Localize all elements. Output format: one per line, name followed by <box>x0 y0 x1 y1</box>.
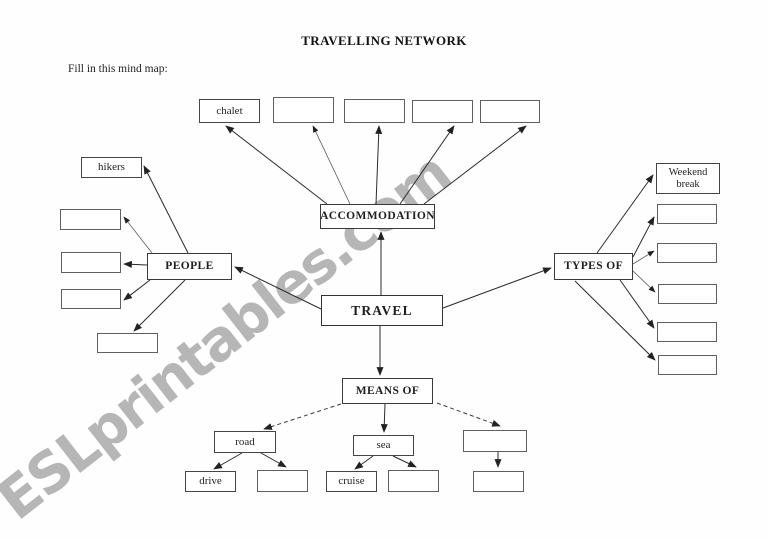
node-cruise: cruise <box>326 471 377 492</box>
node-types-of: TYPES OF <box>554 253 633 280</box>
edge-sea-blank <box>392 455 417 468</box>
edge-typesof-blank1 <box>632 216 655 258</box>
node-people-blank-5 <box>97 333 158 353</box>
node-blank-blank <box>473 471 524 492</box>
node-people-blank-2 <box>60 209 121 230</box>
node-typesof-blank-5 <box>657 322 717 342</box>
edge-people-blank1 <box>123 216 153 254</box>
edge-travel-typesof <box>442 267 552 309</box>
node-weekend-break: Weekend break <box>656 163 720 194</box>
edge-people-blank2 <box>123 260 148 268</box>
node-sea-blank <box>388 470 439 492</box>
node-accommodation-blank-2 <box>273 97 334 123</box>
edge-people-blank3 <box>123 279 151 301</box>
node-travel: TRAVEL <box>321 295 443 326</box>
node-road-blank <box>257 470 308 492</box>
node-people: PEOPLE <box>147 253 232 280</box>
edge-typesof-blank2 <box>632 250 655 265</box>
edge-people-hikers <box>143 165 189 254</box>
edge-typesof-weekend <box>596 174 654 254</box>
edge-typesof-blank3 <box>632 270 656 293</box>
node-people-blank-4 <box>61 289 121 309</box>
edge-accommodation-chalet <box>225 125 328 205</box>
node-accommodation: ACCOMMODATION <box>320 204 435 229</box>
node-typesof-blank-4 <box>658 284 717 304</box>
node-accommodation-blank-5 <box>480 100 540 123</box>
node-chalet: chalet <box>199 99 260 123</box>
edge-meansof-sea <box>380 403 388 433</box>
node-drive: drive <box>185 471 236 492</box>
instruction-text: Fill in this mind map: <box>68 63 168 75</box>
node-hikers: hikers <box>81 157 142 178</box>
edge-people-blank4 <box>133 279 186 332</box>
edge-sea-cruise <box>354 455 374 470</box>
node-typesof-blank-3 <box>657 243 717 263</box>
node-typesof-blank-2 <box>657 204 717 224</box>
page-title: TRAVELLING NETWORK <box>301 33 467 48</box>
edge-accommodation-blank5 <box>423 125 527 205</box>
edge-accommodation-blank4 <box>399 125 455 205</box>
edge-meansof-blank <box>436 402 501 427</box>
edge-accommodation-blank3 <box>375 125 383 205</box>
node-meansof-blank <box>463 430 527 452</box>
edge-road-drive <box>213 452 243 470</box>
edge-typesof-blank5 <box>574 280 656 361</box>
edge-road-blank <box>260 452 287 468</box>
node-sea: sea <box>353 435 414 456</box>
edge-typesof-blank4 <box>619 279 655 329</box>
node-accommodation-blank-3 <box>344 99 405 123</box>
edge-accommodation-blank2 <box>312 125 351 205</box>
edge-travel-people <box>234 266 322 310</box>
node-people-blank-3 <box>61 252 121 273</box>
node-accommodation-blank-4 <box>412 100 473 123</box>
edge-meansof-road <box>263 403 342 430</box>
node-typesof-blank-6 <box>658 355 717 375</box>
node-means-of: MEANS OF <box>342 378 433 404</box>
node-road: road <box>214 431 276 453</box>
